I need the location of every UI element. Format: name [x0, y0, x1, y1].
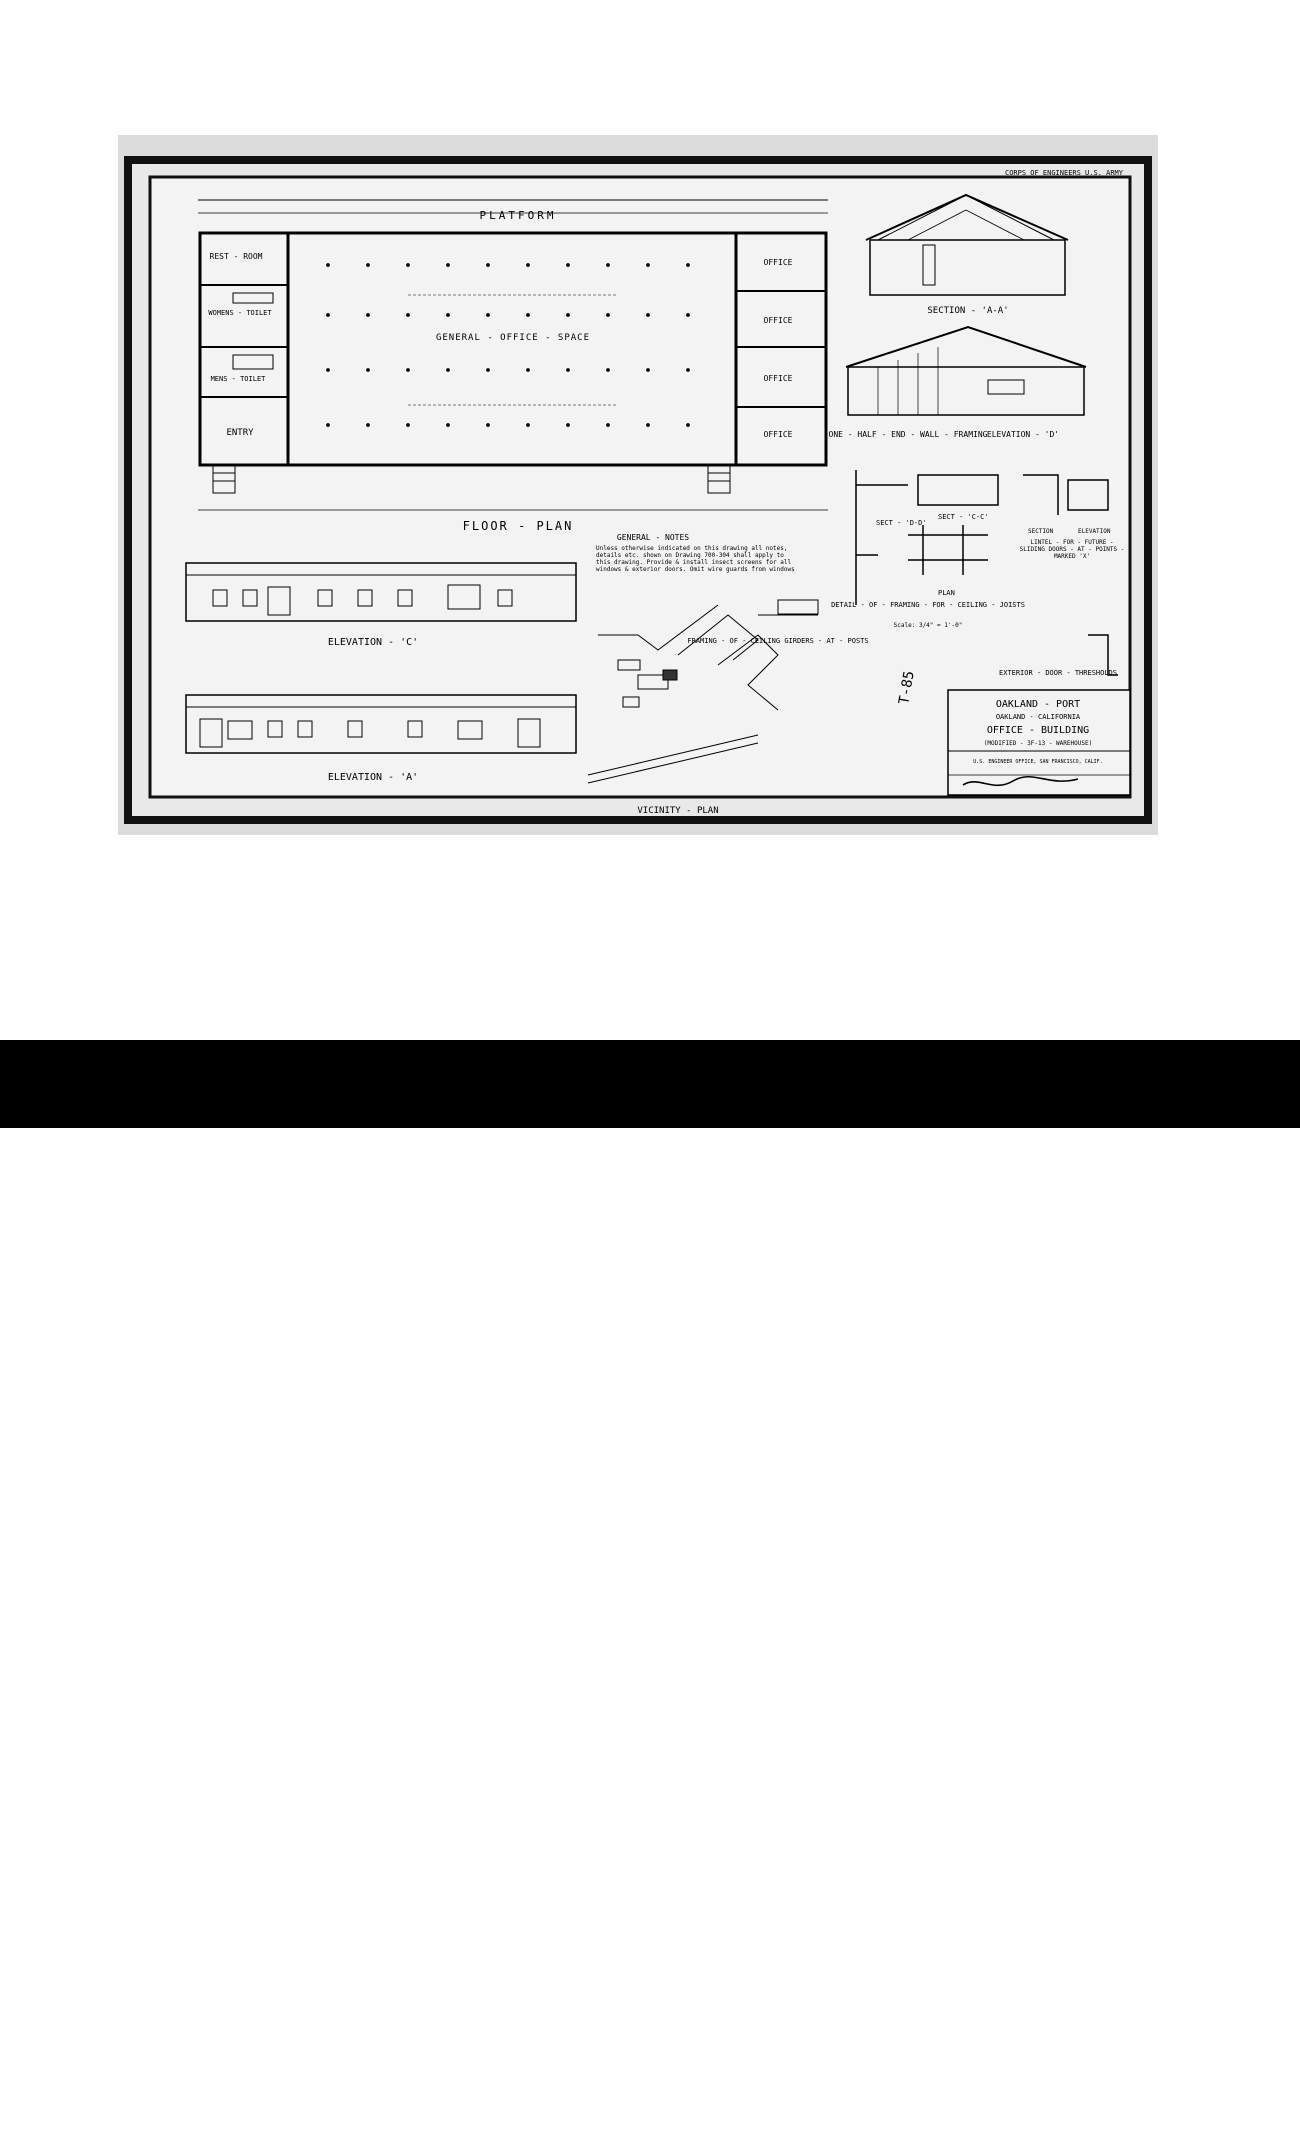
platform-label: PLATFORM — [480, 209, 557, 222]
framing-ceiling-title: FRAMING - OF - CEILING GIRDERS - AT - PO… — [687, 637, 868, 645]
section-aa-title: SECTION - 'A-A' — [927, 306, 1008, 316]
half-end-wall-title: ONE - HALF - END - WALL - FRAMING — [829, 430, 988, 439]
title-line-1: OAKLAND - PORT — [996, 699, 1080, 710]
general-office-label: GENERAL - OFFICE - SPACE — [436, 333, 590, 343]
sect-cc-label: SECT - 'C-C' — [938, 513, 989, 521]
lintel-note: LINTEL - FOR - FUTURE - SLIDING DOORS - … — [1019, 539, 1125, 560]
floor-plan: PLATFORM REST - ROOM WOMENS - TOILET MEN… — [198, 199, 828, 533]
plan-label: PLAN — [938, 589, 955, 597]
general-notes-text: Unless otherwise indicated on this drawi… — [596, 545, 795, 573]
elevation-a: ELEVATION - 'A' — [185, 694, 577, 783]
elevation-c: ELEVATION - 'C' — [185, 562, 577, 648]
vicinity-plan-title: VICINITY - PLAN — [637, 806, 718, 816]
section-label: SECTION — [1028, 528, 1054, 535]
blueprint-sheet: CORPS OF ENGINEERS U.S. ARMY PLATFORM RE… — [118, 135, 1158, 835]
framing-ceiling-detail: FRAMING - OF - CEILING GIRDERS - AT - PO… — [687, 599, 869, 645]
scale-note: Scale: 3/4" = 1'-0" — [894, 622, 963, 629]
detail-framing-title: DETAIL - OF - FRAMING - FOR - CEILING - … — [831, 601, 1025, 609]
blueprint-drawing: CORPS OF ENGINEERS U.S. ARMY PLATFORM RE… — [124, 156, 1152, 824]
office-4-label: OFFICE — [764, 430, 793, 439]
title-block: OAKLAND - PORT OAKLAND - CALIFORNIA OFFI… — [947, 689, 1131, 796]
title-line-3: OFFICE - BUILDING — [987, 725, 1089, 736]
title-line-2: OAKLAND - CALIFORNIA — [996, 713, 1081, 721]
alamy-logo: alamy — [22, 2096, 131, 2140]
building-outline — [198, 231, 828, 467]
entry-label: ENTRY — [226, 428, 254, 438]
womens-toilet-label: WOMENS - TOILET — [208, 309, 272, 317]
floor-plan-title: FLOOR - PLAN — [463, 519, 574, 533]
elevation-a-title: ELEVATION - 'A' — [328, 772, 418, 783]
watermark-bar: alamy TWFFHT — [0, 1040, 1300, 2145]
corps-header: CORPS OF ENGINEERS U.S. ARMY — [1005, 169, 1124, 177]
threshold-title: EXTERIOR - DOOR - THRESHOLDS — [999, 669, 1117, 677]
rest-room-label: REST - ROOM — [210, 252, 263, 261]
section-aa: SECTION - 'A-A' — [865, 193, 1069, 316]
title-line-4: (MODIFIED - 3F-13 - WAREHOUSE) — [984, 740, 1092, 747]
lintel-and-threshold: SECTION ELEVATION LINTEL - FOR - FUTURE … — [999, 474, 1125, 677]
office-1-label: OFFICE — [764, 258, 793, 267]
elevation-c-title: ELEVATION - 'C' — [328, 637, 418, 648]
general-notes-title: GENERAL - NOTES — [617, 533, 689, 542]
elevation-d-title: ELEVATION - 'D' — [987, 430, 1059, 439]
mens-toilet-label: MENS - TOILET — [211, 375, 267, 383]
ceiling-joist-details: SECT - 'D-D' SECT - 'C-C' PLAN DETAIL - … — [831, 470, 1025, 629]
elevation-label: ELEVATION — [1078, 528, 1111, 535]
signature-mark — [962, 776, 1079, 786]
vicinity-plan: VICINITY - PLAN — [587, 604, 779, 816]
office-2-label: OFFICE — [764, 316, 793, 325]
sect-dd-label: SECT - 'D-D' — [876, 519, 927, 527]
general-notes: GENERAL - NOTES Unless otherwise indicat… — [596, 533, 795, 573]
title-office: U.S. ENGINEER OFFICE, SAN FRANCISCO, CAL… — [973, 759, 1102, 765]
sheet-mark: T-85 — [896, 670, 918, 706]
end-wall-framing: ONE - HALF - END - WALL - FRAMING ELEVAT… — [829, 325, 1087, 439]
image-id-label: TWFFHT — [1196, 2120, 1276, 2145]
office-3-label: OFFICE — [764, 374, 793, 383]
